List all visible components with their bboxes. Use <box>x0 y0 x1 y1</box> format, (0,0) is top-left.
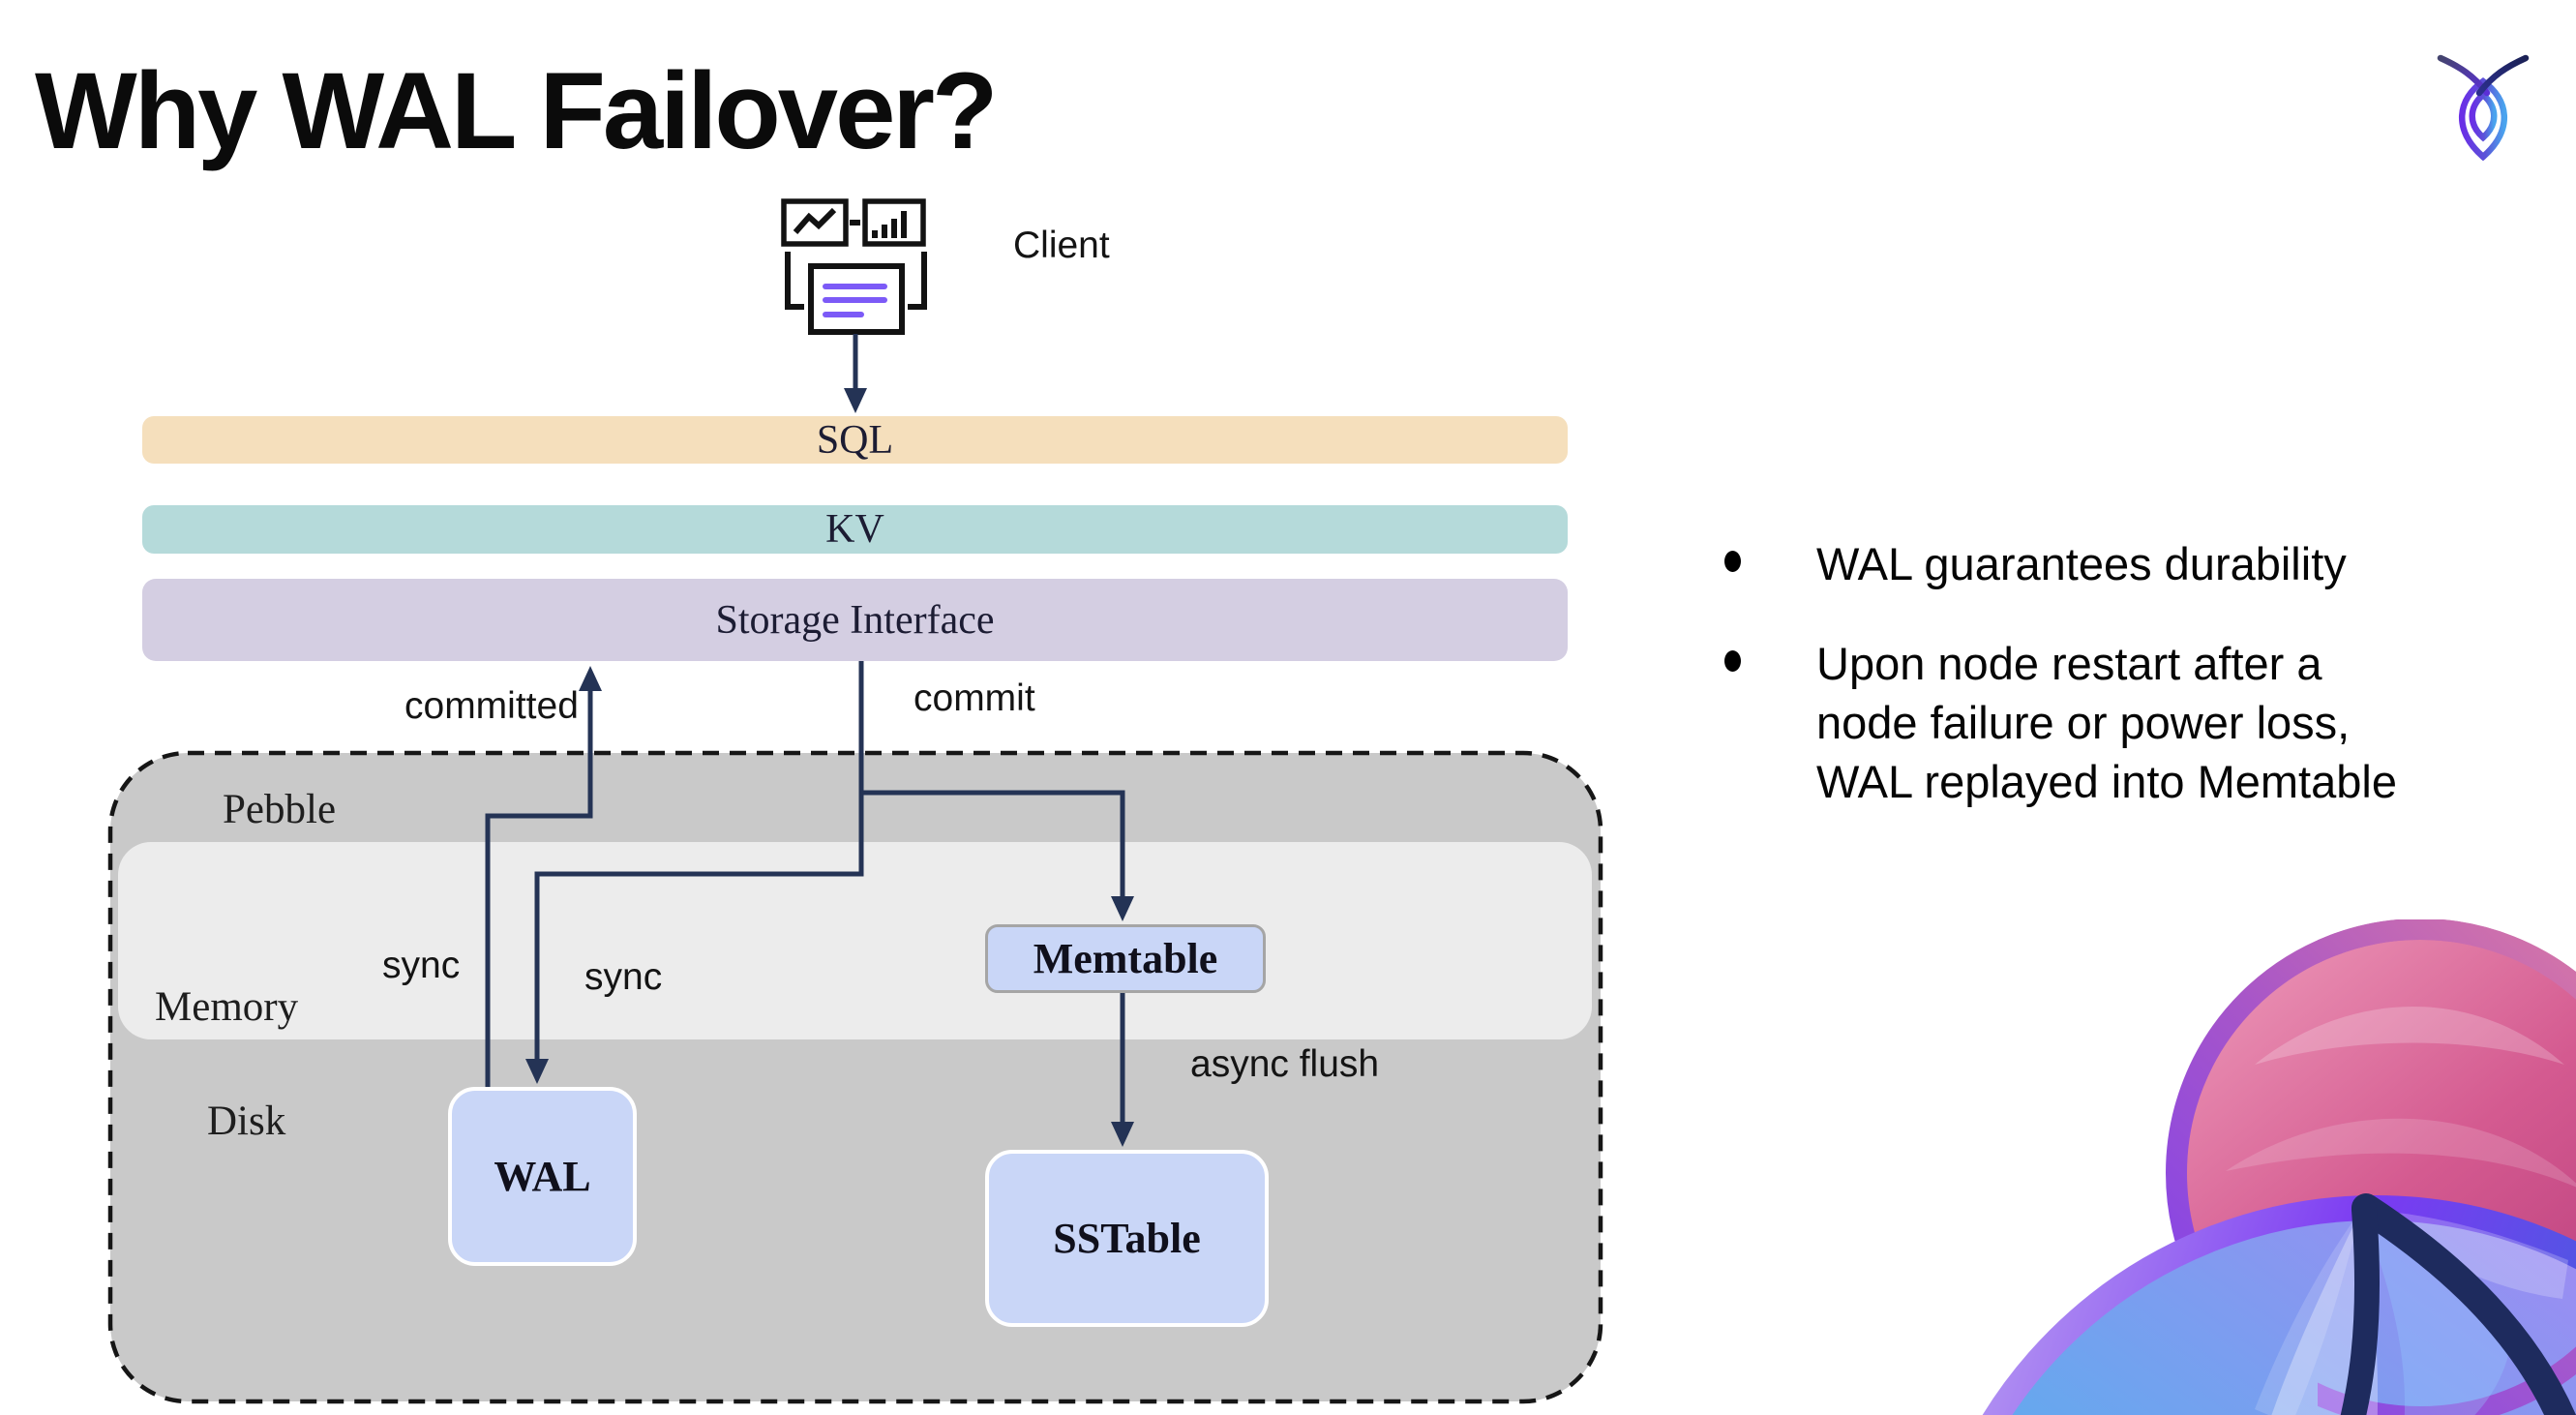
arrow-commit-sync-to-wal <box>534 661 864 1061</box>
edge-label-committed: committed <box>404 685 579 727</box>
arrowhead-sql <box>844 388 867 413</box>
client-devices-icon <box>781 198 927 335</box>
arrowhead-committed <box>579 666 602 691</box>
art-pink-ring <box>2318 919 2576 1415</box>
document-text-lines <box>823 284 887 317</box>
art-pink-highlight <box>2255 1007 2564 1065</box>
node-wal: WAL <box>448 1087 637 1266</box>
edge-label-sync-left: sync <box>382 945 461 986</box>
layer-bar-sql: SQL <box>142 416 1568 464</box>
node-sstable: SSTable <box>985 1150 1269 1327</box>
client-label: Client <box>1013 225 1110 266</box>
bullet-text: Upon node restart after a node failure o… <box>1816 638 2397 807</box>
page-title: Why WAL Failover? <box>35 50 998 171</box>
edge-label-commit: commit <box>914 677 1035 719</box>
layer-bar-kv: KV <box>142 505 1568 554</box>
bullet-dot <box>1724 551 1741 572</box>
disk-label: Disk <box>207 1099 286 1144</box>
bar-chart-bars <box>872 211 907 238</box>
bullet-item: WAL guarantees durability <box>1711 534 2576 593</box>
memory-label: Memory <box>155 984 299 1030</box>
bracket-left <box>785 252 804 310</box>
pebble-label: Pebble <box>223 787 337 832</box>
bullet-dot <box>1724 650 1741 672</box>
brand-art <box>1982 919 2576 1415</box>
bullet-item: Upon node restart after a node failure o… <box>1711 634 2576 811</box>
bullet-text: WAL guarantees durability <box>1816 538 2347 589</box>
node-memtable: Memtable <box>985 924 1266 993</box>
arrow-committed <box>485 689 593 1087</box>
arrowheads <box>525 388 1134 1147</box>
arrowhead-sstable <box>1111 1122 1134 1147</box>
edge-label-async-flush: async flush <box>1190 1043 1380 1085</box>
bracket-right <box>908 252 927 310</box>
arrow-commit-to-memtable <box>861 790 1125 898</box>
edge-label-sync-right: sync <box>584 956 663 998</box>
bullet-list: WAL guarantees durability Upon node rest… <box>1711 534 2576 811</box>
line-chart-zigzag <box>793 207 837 234</box>
art-pink-highlight <box>2226 1118 2576 1188</box>
arrowhead-memtable <box>1111 896 1134 921</box>
layer-bar-storage: Storage Interface <box>142 579 1568 661</box>
art-leaf-veins <box>2340 1193 2576 1415</box>
logo-body-outline <box>2458 77 2508 161</box>
cockroachdb-logo-icon <box>2437 54 2530 161</box>
arrowhead-wal <box>525 1059 549 1084</box>
logo-antenna-right <box>2475 54 2530 97</box>
